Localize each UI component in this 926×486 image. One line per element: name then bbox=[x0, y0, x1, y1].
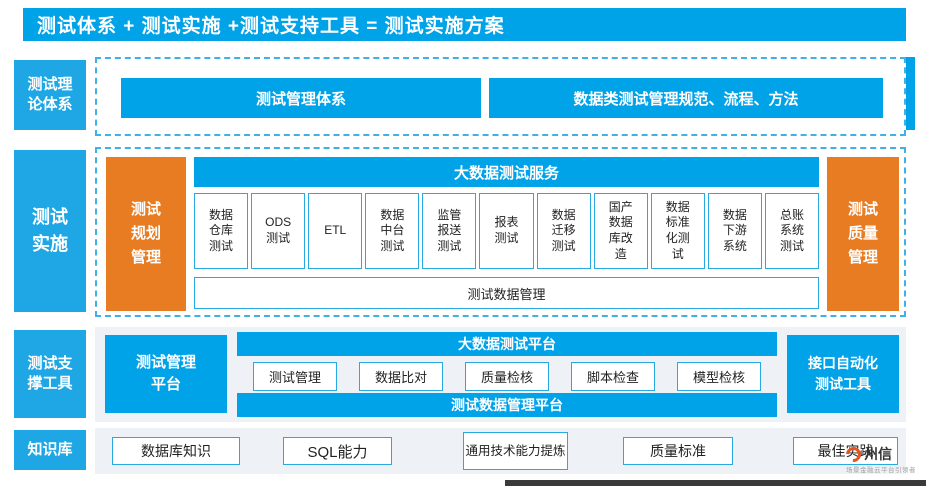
service-box: ODS测试 bbox=[251, 193, 306, 269]
plan-management-box: 测试 规划 管理 bbox=[106, 157, 186, 311]
service-box: 报表测试 bbox=[479, 193, 534, 269]
page-title: 测试体系 + 测试实施 +测试支持工具 = 测试实施方案 bbox=[23, 8, 906, 41]
test-data-platform-header: 测试数据管理平台 bbox=[237, 393, 777, 417]
logo-text: 州信 bbox=[864, 446, 892, 462]
service-box: 数据标准化测试 bbox=[650, 193, 705, 269]
logo-caption: 场景金融云平台引领者 bbox=[846, 467, 916, 474]
company-logo: 州信 bbox=[842, 443, 924, 465]
service-box-row: 数据仓库测试 ODS测试 ETL 数据中台测试 监管报送测试 报表测试 数据迁移… bbox=[194, 193, 820, 269]
service-box: 监管报送测试 bbox=[422, 193, 477, 269]
service-box: 数据中台测试 bbox=[365, 193, 420, 269]
service-box: 数据下游系统 bbox=[707, 193, 762, 269]
platform-tool-row: 测试管理 数据比对 质量检核 脚本检查 模型检核 bbox=[237, 362, 777, 391]
knowledge-box: 质量标准 bbox=[623, 437, 733, 465]
knowledge-box: SQL能力 bbox=[283, 437, 392, 465]
theory-box-management-system: 测试管理体系 bbox=[121, 78, 481, 118]
service-box: 总账系统测试 bbox=[764, 193, 820, 269]
implementation-row: 测试 规划 管理 大数据测试服务 数据仓库测试 ODS测试 ETL 数据中台测试… bbox=[95, 147, 906, 317]
bigdata-platform-header: 大数据测试平台 bbox=[237, 332, 777, 356]
theory-box-standards: 数据类测试管理规范、流程、方法 bbox=[489, 78, 883, 118]
sidebar-label-tools: 测试支 撑工具 bbox=[14, 330, 86, 418]
platform-tool-box: 质量检核 bbox=[464, 362, 549, 391]
bigdata-service-group: 大数据测试服务 数据仓库测试 ODS测试 ETL 数据中台测试 监管报送测试 报… bbox=[194, 157, 820, 311]
sidebar-label-knowledge: 知识库 bbox=[14, 430, 86, 470]
knowledge-row: 数据库知识 SQL能力 通用技术能力提炼 质量标准 最佳实践 bbox=[95, 428, 906, 474]
platform-tool-box: 模型检核 bbox=[676, 362, 761, 391]
bigdata-service-header: 大数据测试服务 bbox=[194, 157, 819, 187]
knowledge-box: 通用技术能力提炼 bbox=[463, 432, 568, 470]
service-box: 数据仓库测试 bbox=[194, 193, 249, 269]
service-box: ETL bbox=[308, 193, 363, 269]
platform-tool-box: 测试管理 bbox=[253, 362, 338, 391]
api-automation-tool-box: 接口自动化 测试工具 bbox=[787, 335, 899, 413]
bottom-edge-bar bbox=[505, 480, 926, 486]
knowledge-box: 数据库知识 bbox=[112, 437, 240, 465]
quality-management-box: 测试 质量 管理 bbox=[827, 157, 899, 311]
platform-tool-box: 脚本检查 bbox=[570, 362, 655, 391]
knowledge-box: 最佳实践 bbox=[793, 437, 898, 465]
platform-tool-box: 数据比对 bbox=[358, 362, 443, 391]
test-management-platform-box: 测试管理 平台 bbox=[105, 335, 227, 413]
service-box: 国产数据库改造 bbox=[593, 193, 648, 269]
logo-swoosh-icon bbox=[842, 443, 865, 465]
theory-row: 测试管理体系 数据类测试管理规范、流程、方法 bbox=[95, 57, 906, 136]
sidebar-label-implementation: 测试 实施 bbox=[14, 150, 86, 312]
tools-row: 测试管理 平台 大数据测试平台 测试管理 数据比对 质量检核 脚本检查 模型检核… bbox=[95, 327, 906, 422]
service-box: 数据迁移测试 bbox=[536, 193, 591, 269]
test-data-management-box: 测试数据管理 bbox=[194, 277, 819, 309]
sidebar-label-theory: 测试理 论体系 bbox=[14, 60, 86, 130]
right-edge-strip bbox=[905, 57, 915, 130]
